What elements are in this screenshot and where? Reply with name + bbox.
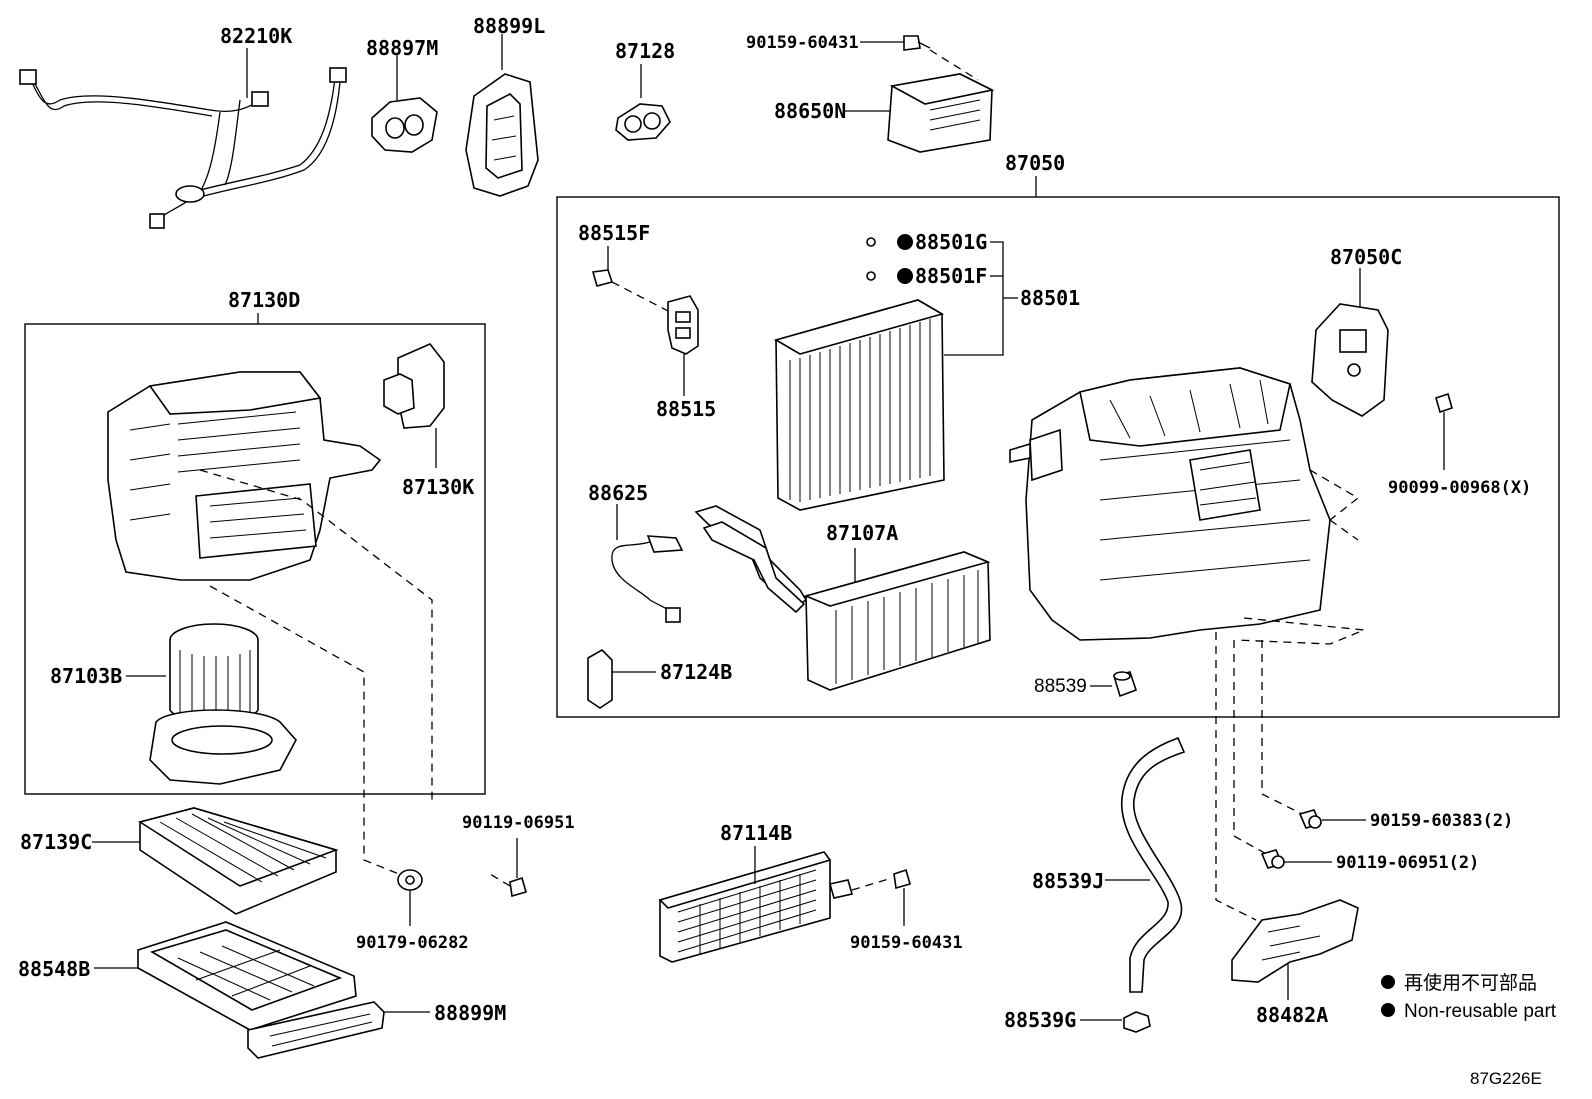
bracket-88482A	[1231, 899, 1359, 1000]
label-88539G: 88539G	[1004, 1008, 1076, 1032]
label-88899M: 88899M	[434, 1001, 506, 1025]
label-88482A: 88482A	[1256, 1003, 1328, 1027]
label-87139C: 87139C	[20, 830, 92, 854]
cover-88899M	[247, 1001, 430, 1059]
screw-90119-06951	[489, 838, 527, 898]
ecu-module-88650N	[845, 73, 995, 153]
label-87103B: 87103B	[50, 664, 122, 688]
heater-core-87107A	[694, 505, 991, 691]
drain-hose-88539J	[1105, 736, 1186, 993]
label-88897M: 88897M	[366, 36, 438, 60]
label-90179-06282: 90179-06282	[356, 933, 469, 953]
label-88650N: 88650N	[774, 99, 846, 123]
non-reusable-dot-icon	[897, 234, 913, 250]
label-88501G: 88501G	[915, 230, 987, 254]
actuator-87050C	[1311, 268, 1389, 417]
non-reusable-dot-icon	[1381, 975, 1395, 989]
label-88501F: 88501F	[915, 264, 987, 288]
clamp-87124B	[587, 649, 656, 709]
screw-90099-00968	[1435, 392, 1453, 470]
screw-90159-60431-top	[860, 35, 979, 81]
label-87107A: 87107A	[826, 521, 898, 545]
drain-fitting-88539	[1090, 671, 1138, 698]
label-87050C: 87050C	[1330, 245, 1402, 269]
blower-housing	[107, 371, 382, 581]
label-88548B: 88548B	[18, 957, 90, 981]
grommet-88897M	[371, 55, 438, 153]
label-90159-60431-bottom: 90159-60431	[850, 933, 963, 953]
label-87130K: 87130K	[402, 475, 474, 499]
expansion-valve-88515	[667, 295, 699, 396]
legend: 再使用不可部品 Non-reusable part	[1381, 972, 1557, 1022]
label-88515F: 88515F	[578, 221, 650, 245]
screw-90159-60431-bottom	[851, 868, 911, 926]
blower-motor-87103B	[126, 623, 297, 785]
damper-87130K	[383, 343, 445, 468]
label-90119-06951: 90119-06951	[462, 813, 575, 833]
clip-90179-06282	[397, 869, 423, 926]
label-87128: 87128	[615, 39, 675, 63]
assembly-box-87130D	[24, 323, 486, 795]
label-88539J: 88539J	[1032, 869, 1104, 893]
filter-case-88548B	[94, 921, 357, 1031]
label-88501: 88501	[1020, 286, 1080, 310]
screw-90159-60383	[1298, 809, 1366, 829]
non-reusable-dot-icon	[1381, 1003, 1395, 1017]
diagram-code: 87G226E	[1470, 1069, 1542, 1088]
cabin-filter-87139C	[92, 807, 339, 915]
seal-88899L	[465, 34, 539, 197]
non-reusable-dot-icon	[897, 268, 913, 284]
label-87124B: 87124B	[660, 660, 732, 684]
label-88539: 88539	[1034, 676, 1087, 697]
legend-english: Non-reusable part	[1404, 1001, 1557, 1022]
evaporator-88501	[773, 299, 945, 511]
label-87130D: 87130D	[228, 288, 300, 312]
heater-unit-case	[1009, 367, 1331, 641]
screw-90119-06951-2	[1260, 849, 1332, 869]
label-88899L: 88899L	[473, 14, 545, 38]
ptc-heater-87114B	[658, 846, 854, 963]
drain-cap-88539G	[1080, 1011, 1151, 1033]
assembly-box-87050	[556, 196, 1560, 718]
wire-harness-82210K	[19, 48, 347, 229]
legend-japanese: 再使用不可部品	[1404, 972, 1537, 994]
label-82210K: 82210K	[220, 24, 292, 48]
label-88515: 88515	[656, 397, 716, 421]
label-90099-00968: 90099-00968(X)	[1388, 478, 1531, 498]
label-87050: 87050	[1005, 151, 1065, 175]
label-87114B: 87114B	[720, 821, 792, 845]
label-90119-06951-2: 90119-06951(2)	[1336, 853, 1479, 873]
label-88625: 88625	[588, 481, 648, 505]
label-90159-60383: 90159-60383(2)	[1370, 811, 1513, 831]
grommet-87128	[615, 64, 671, 141]
sensor-88625	[611, 504, 684, 623]
label-90159-60431-top: 90159-60431	[746, 33, 859, 53]
